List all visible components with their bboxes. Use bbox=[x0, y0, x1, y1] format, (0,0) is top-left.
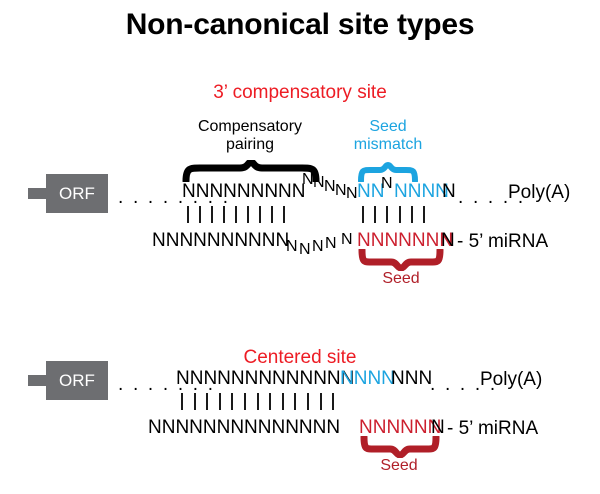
target-trailing-dots-2: . . . . . bbox=[430, 374, 498, 395]
target-seed-pair-right-1: NNNN bbox=[394, 181, 449, 202]
seed-brace-1 bbox=[358, 246, 444, 276]
seed-mismatch-label: Seed mismatch bbox=[353, 118, 423, 153]
target-compensatory-nucleotides-1: NNNNNNNNN bbox=[182, 181, 306, 202]
seed-mismatch-brace bbox=[357, 162, 419, 187]
target-leading-dots-2: . . . . . . . bbox=[118, 374, 216, 395]
orf-label-2: ORF bbox=[46, 361, 108, 400]
target-blue-nucleotides-2: NNNN bbox=[340, 368, 395, 389]
target-seed-pair-left-1: NN bbox=[357, 181, 385, 202]
pairing-bars-seed-left bbox=[362, 206, 388, 223]
compensatory-pairing-label: Compensatory pairing bbox=[197, 118, 303, 153]
target-trailing-dots-1: . . . . . bbox=[458, 187, 526, 208]
target-bulge-n-5: N bbox=[346, 185, 358, 202]
mirna-bulge-n-5: N bbox=[341, 231, 353, 248]
mirna-trailing-nucleotide-2: N bbox=[431, 417, 445, 438]
polya-label-1: Poly(A) bbox=[508, 182, 571, 203]
orf-tab-icon-2 bbox=[28, 375, 50, 386]
seed-label-2: Seed bbox=[380, 457, 418, 474]
mirna-trailing-nucleotide-1: N bbox=[441, 230, 455, 251]
target-bulge-n-3: N bbox=[324, 178, 336, 195]
seed-brace-2 bbox=[360, 433, 440, 463]
mirna-seed-nucleotides-2: NNNNNN bbox=[359, 417, 442, 438]
panel-title-centered: Centered site bbox=[243, 347, 357, 368]
mirna-black-nucleotides-2: NNNNNNNNNNNNNN bbox=[148, 417, 341, 438]
target-leading-dots-1: . . . . . . . . bbox=[118, 187, 231, 208]
pairing-bars-compensatory bbox=[187, 206, 285, 223]
mirna-bulge-n-4: N bbox=[325, 235, 337, 252]
compensatory-pairing-brace bbox=[182, 158, 320, 187]
target-black-nucleotides-left-2: NNNNNNNNNNNNN bbox=[176, 368, 355, 389]
target-bulge-n-4: N bbox=[335, 182, 347, 199]
orf-label: ORF bbox=[46, 174, 108, 213]
pairing-bars-seed-right bbox=[399, 206, 425, 223]
target-bulge-n-2: N bbox=[313, 174, 325, 191]
target-bulge-n-1: N bbox=[302, 171, 314, 188]
seed-label-1: Seed bbox=[382, 270, 420, 287]
mirna-seed-nucleotides-1: NNNNNNN bbox=[357, 230, 454, 251]
mirna-bulge-n-2: N bbox=[299, 241, 311, 258]
target-trailing-nucleotide-1: N bbox=[442, 181, 456, 202]
page-title: Non-canonical site types bbox=[125, 8, 475, 41]
target-black-nucleotides-right-2: NNN bbox=[391, 368, 433, 389]
polya-label-2: Poly(A) bbox=[480, 369, 543, 390]
mirna-end-label-1: - 5’ miRNA bbox=[457, 231, 549, 252]
mirna-end-label-2: - 5’ miRNA bbox=[447, 418, 539, 439]
mirna-compensatory-nucleotides-1: NNNNNNNNNN bbox=[152, 230, 290, 251]
mirna-bulge-n-1: N bbox=[286, 238, 298, 255]
mirna-bulge-n-3: N bbox=[312, 238, 324, 255]
target-seed-mismatch-nucleotide: N bbox=[381, 175, 393, 192]
panel-title-compensatory: 3’ compensatory site bbox=[213, 82, 387, 103]
orf-tab-icon bbox=[28, 188, 50, 199]
pairing-bars-centered bbox=[181, 393, 335, 410]
